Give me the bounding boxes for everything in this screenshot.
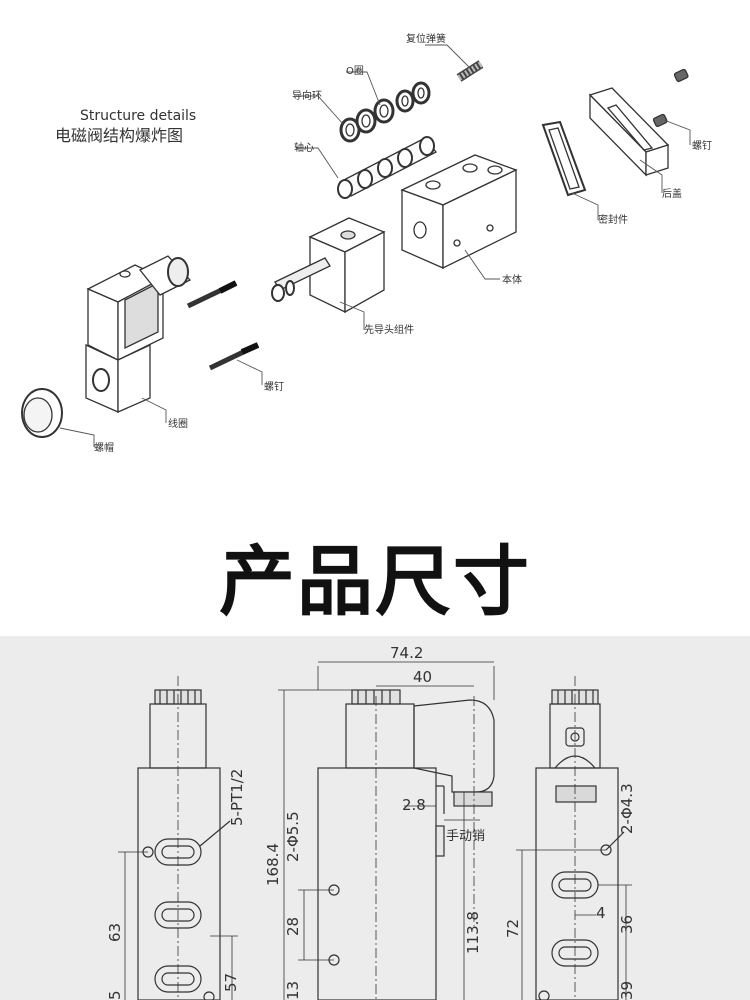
label-guide-ring: 导向环 <box>292 89 322 102</box>
dim-63: 63 <box>106 923 124 942</box>
dim-39: 39 <box>618 981 636 1000</box>
label-seal: 密封件 <box>598 213 628 226</box>
dim-port: 5-PT1/2 <box>228 769 246 826</box>
dim-168-4: 168.4 <box>264 843 282 886</box>
label-rear-cover: 后盖 <box>662 187 682 200</box>
manual-pin-label: 手动销 <box>446 829 485 844</box>
exploded-view-diagram: Structure details 电磁阀结构爆炸图 <box>21 32 712 454</box>
seal-gasket <box>541 120 587 197</box>
reset-spring <box>456 60 484 82</box>
label-reset-spring: 复位弹簧 <box>406 32 446 45</box>
dim-74-2: 74.2 <box>390 644 423 662</box>
dim-13: 13 <box>284 981 302 1000</box>
dim-36: 36 <box>618 915 636 934</box>
title-cn: 电磁阀结构爆炸图 <box>55 126 183 145</box>
pilot-assembly <box>271 217 386 314</box>
dim-2-phi4-3: 2-Φ4.3 <box>618 783 636 834</box>
o-rings <box>339 81 431 143</box>
right-view <box>516 676 632 1000</box>
valve-body <box>400 154 518 270</box>
dim-113-8: 113.8 <box>464 911 482 954</box>
title-en: Structure details <box>80 108 196 124</box>
label-o-ring: O圈 <box>346 65 364 77</box>
middle-view <box>278 661 495 1000</box>
dimension-drawing: 74.2 40 2.8 手动销 4 5-PT1/2 168.4 2-Φ5.5 2… <box>0 636 750 1000</box>
dim-72: 72 <box>504 919 522 938</box>
label-screw-rear: 螺钉 <box>692 140 712 152</box>
long-screws <box>186 280 260 371</box>
label-coil: 线圈 <box>168 417 188 430</box>
label-body: 本体 <box>502 273 522 286</box>
label-shaft: 轴心 <box>294 141 314 154</box>
coil <box>85 255 192 413</box>
leader-lines <box>59 44 691 447</box>
section-title: 产品尺寸 <box>219 537 531 626</box>
dim-40: 40 <box>413 668 432 686</box>
rear-screws <box>652 68 689 128</box>
label-pilot-assembly: 先导头组件 <box>364 323 414 336</box>
label-nut-cap: 螺帽 <box>94 441 114 454</box>
dim-5: 5 <box>106 990 124 1000</box>
label-screw-front: 螺钉 <box>264 381 284 393</box>
dim-2-8: 2.8 <box>402 796 426 814</box>
dim-28: 28 <box>284 917 302 936</box>
rear-cover <box>588 87 670 177</box>
nut-cap <box>21 388 63 438</box>
left-view <box>118 676 238 1000</box>
dim-57: 57 <box>222 973 240 992</box>
dim-4: 4 <box>596 904 606 922</box>
dim-2-phi5-5: 2-Φ5.5 <box>284 811 302 862</box>
spool-shaft <box>337 136 437 199</box>
section-title-wrap: 产品尺寸 <box>0 520 750 630</box>
